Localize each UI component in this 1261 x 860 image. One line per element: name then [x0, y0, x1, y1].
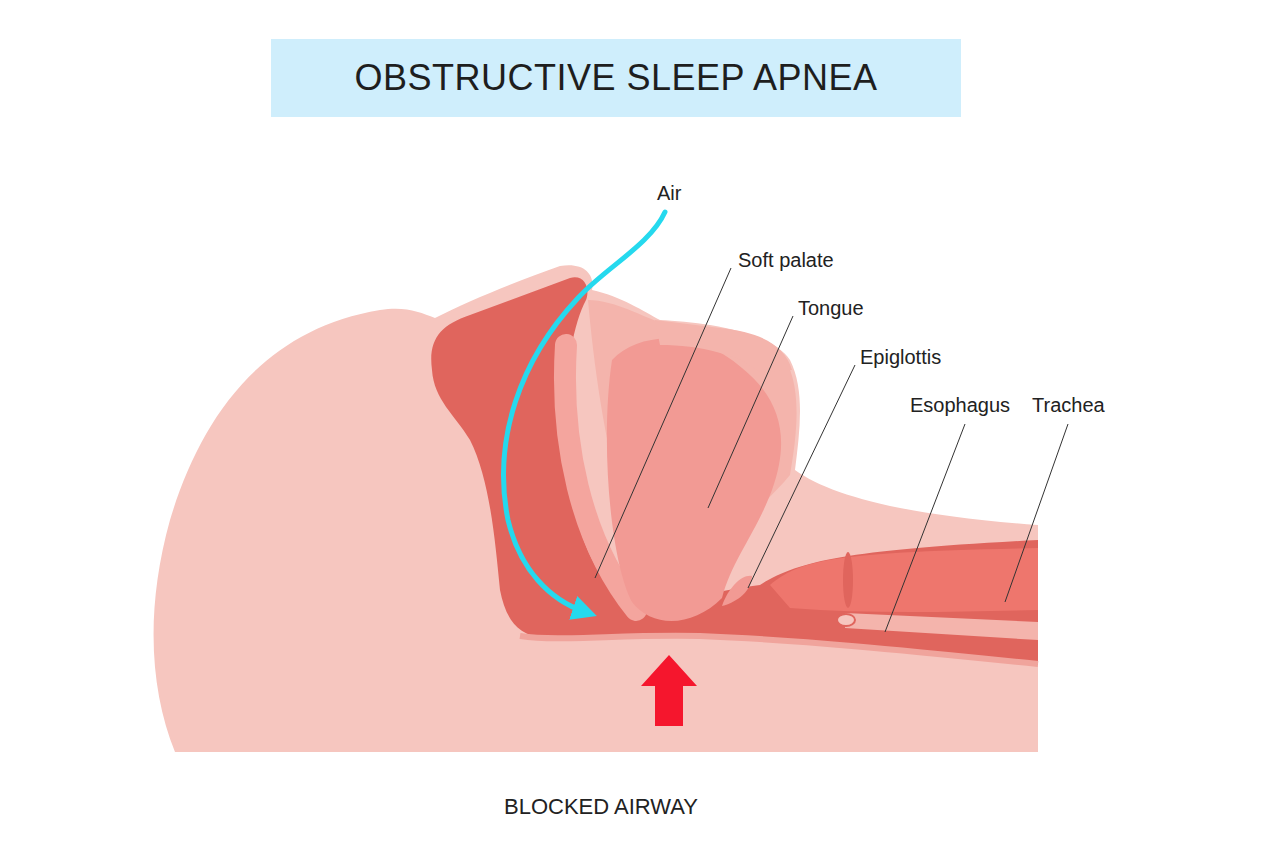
part-label: Esophagus	[910, 394, 1010, 417]
air-flow-arrow	[504, 212, 665, 612]
leader-line	[595, 268, 731, 578]
esophagus-tube	[845, 613, 1038, 640]
title-band: OBSTRUCTIVE SLEEP APNEA	[271, 39, 961, 117]
leader-line	[748, 365, 855, 588]
leader-lines	[595, 268, 1068, 632]
part-label: Epiglottis	[860, 346, 941, 369]
obstruction-arrow	[641, 655, 697, 726]
epiglottis-shape	[722, 576, 752, 606]
leader-line	[885, 424, 965, 632]
tongue-shape	[607, 338, 781, 621]
title: OBSTRUCTIVE SLEEP APNEA	[354, 57, 877, 99]
leader-line	[1005, 424, 1068, 602]
part-label: Trachea	[1032, 394, 1105, 417]
airway-floor	[520, 636, 1038, 664]
esophagus-opening	[837, 614, 855, 626]
part-label: Soft palate	[738, 249, 834, 272]
trachea-ring	[843, 552, 853, 608]
part-label: Tongue	[798, 297, 864, 320]
airway-cavity	[431, 277, 1038, 665]
caption: BLOCKED AIRWAY	[504, 794, 698, 820]
trachea-tube	[770, 548, 1038, 612]
head-outline	[154, 265, 1038, 752]
leader-line	[708, 316, 793, 508]
part-label: Air	[657, 182, 681, 205]
